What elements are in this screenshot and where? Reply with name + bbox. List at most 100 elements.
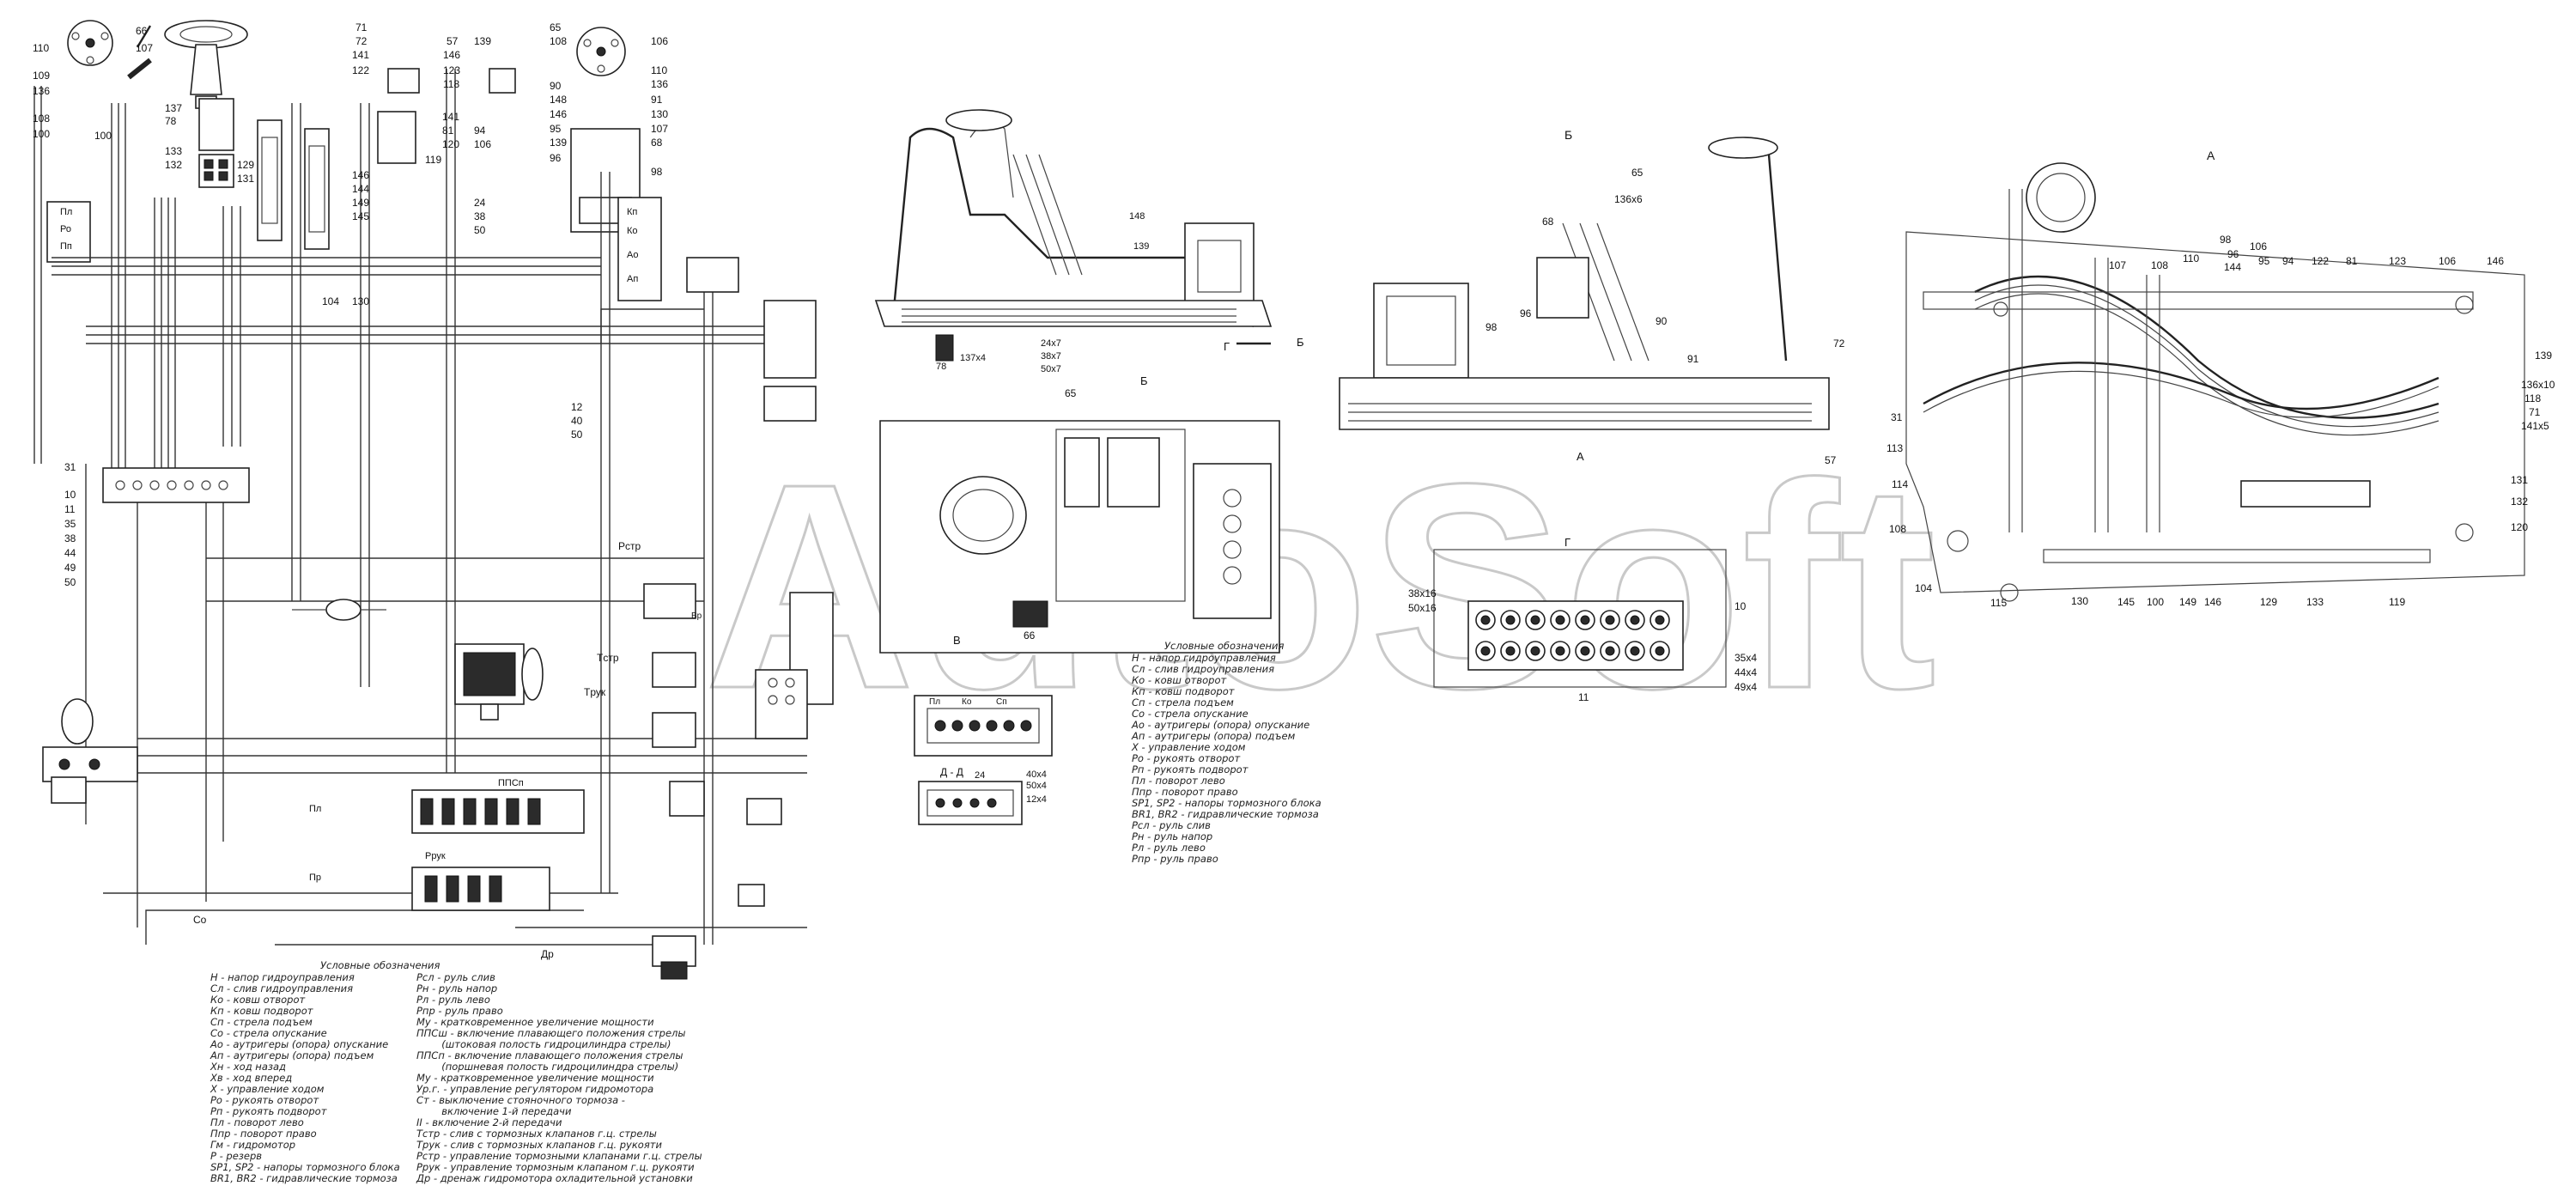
svg-text:35: 35	[64, 518, 76, 530]
svg-text:132: 132	[2511, 496, 2528, 508]
svg-text:Ао: Ао	[627, 250, 638, 260]
pilot-valve-block	[198, 98, 234, 188]
svg-text:24х7: 24х7	[1041, 338, 1061, 349]
legend-entry: ППСш - включение плавающего положения ст…	[416, 1027, 686, 1039]
svg-text:40х4: 40х4	[1026, 769, 1047, 780]
svg-text:120: 120	[2511, 521, 2528, 533]
svg-text:133: 133	[2306, 596, 2324, 608]
svg-text:144: 144	[352, 183, 369, 195]
right-joystick-icon	[576, 27, 626, 76]
svg-text:78: 78	[165, 115, 177, 127]
legend-entry: SP1, SP2 - напоры тормозного блока	[1132, 797, 1321, 809]
svg-text:110: 110	[2183, 252, 2199, 265]
legend-entry: II - включение 2-й передачи	[416, 1116, 562, 1128]
svg-text:72: 72	[355, 35, 368, 47]
legend-entry: Рп - рукоять подворот	[210, 1105, 327, 1117]
svg-text:132: 132	[165, 159, 182, 171]
svg-text:118: 118	[2524, 392, 2541, 404]
manifold-rail	[102, 467, 250, 503]
svg-text:104: 104	[322, 295, 339, 307]
svg-text:81: 81	[442, 125, 454, 137]
svg-text:139: 139	[1133, 241, 1149, 252]
connector-pin	[1580, 615, 1590, 625]
svg-text:24: 24	[975, 770, 985, 781]
connector-pin	[1655, 646, 1665, 656]
legend-entry: Рсл - руль слив	[416, 971, 495, 983]
svg-text:50: 50	[64, 576, 76, 588]
svg-text:122: 122	[352, 64, 369, 76]
legend-entry: BR1, BR2 - гидравлические тормоза	[1132, 808, 1319, 820]
svg-text:146: 146	[443, 49, 460, 61]
svg-text:65: 65	[550, 21, 562, 33]
svg-text:130: 130	[2071, 595, 2088, 607]
control-valve-blocks: Кп Ко Ао Ап	[377, 68, 662, 301]
schematic-callouts: 110 109 136 108 100 66 107 100 137 78 13…	[33, 21, 668, 588]
connector-pin	[1655, 615, 1665, 625]
svg-text:137: 137	[165, 102, 182, 114]
connector-pin	[1530, 646, 1540, 656]
legend-entry: Н - напор гидроуправления	[210, 971, 355, 983]
legend-entry: Tстр - слив с тормозных клапанов г.ц. ст…	[416, 1128, 657, 1140]
svg-text:Вр: Вр	[691, 611, 702, 621]
connector-panel-g: Г 38х16 50х16 10 35х4 44х4 49х4 11	[1408, 536, 1757, 703]
view-a-title: А	[2207, 149, 2215, 162]
legend-entry: Пл - поворот лево	[210, 1116, 304, 1128]
svg-text:95: 95	[550, 123, 562, 135]
legend-entry: Ро - рукоять отворот	[1132, 752, 1241, 764]
svg-text:Ррук: Ррук	[425, 851, 446, 861]
svg-text:119: 119	[425, 154, 441, 166]
svg-text:10: 10	[64, 489, 76, 501]
svg-text:107: 107	[651, 123, 668, 135]
svg-text:Рстр: Рстр	[618, 540, 641, 552]
svg-text:35х4: 35х4	[1735, 652, 1757, 664]
distributor-port-panel: Пл Ко Сп	[914, 695, 1053, 757]
legend-entry: Ао - аутригеры (опора) опускание	[1132, 719, 1310, 731]
frame-view-a: А 107 108 110 98 96 144 106 95 94 122 81	[1886, 149, 2555, 609]
svg-text:145: 145	[2117, 596, 2135, 608]
svg-text:57: 57	[1825, 454, 1837, 466]
svg-text:96: 96	[550, 152, 562, 164]
pump-unit-icon	[42, 698, 138, 804]
svg-text:107: 107	[2109, 259, 2126, 271]
svg-text:Ко: Ко	[962, 697, 972, 707]
legend-main-title: Условные обозначения	[320, 959, 440, 971]
connector-pin	[1630, 615, 1640, 625]
legend-entry: Ро - рукоять отворот	[210, 1094, 319, 1106]
svg-text:31: 31	[1891, 411, 1903, 423]
svg-text:44: 44	[64, 547, 76, 559]
svg-text:50х4: 50х4	[1026, 781, 1047, 791]
legend-entry: Ппр - поворот право	[1132, 786, 1238, 798]
svg-text:131: 131	[2511, 474, 2528, 486]
svg-text:96: 96	[2227, 248, 2239, 260]
svg-text:139: 139	[2535, 350, 2552, 362]
drain-block: Др Со Пл Пр	[193, 804, 696, 980]
view-b-title: Б	[1564, 128, 1572, 142]
cab-view-b: Б 65 136х6 68 96 98 90 91 72 57 А	[1339, 128, 1845, 466]
legend-entry: включение 1-й передачи	[416, 1105, 572, 1117]
svg-text:98: 98	[651, 166, 663, 178]
svg-text:136х10: 136х10	[2521, 379, 2555, 391]
legend-entry: Х - управление ходом	[210, 1083, 325, 1095]
svg-text:136х6: 136х6	[1614, 193, 1643, 205]
svg-text:44х4: 44х4	[1735, 666, 1757, 678]
legend-small-title: Условные обозначения	[1164, 640, 1285, 652]
legend-entry: Сп - стрела подъем	[1132, 696, 1234, 709]
svg-text:106: 106	[474, 138, 491, 150]
svg-text:141: 141	[352, 49, 369, 61]
svg-text:146: 146	[352, 169, 369, 181]
connector-pin	[1505, 615, 1516, 625]
svg-text:65: 65	[1065, 387, 1077, 399]
svg-text:149: 149	[2179, 596, 2196, 608]
svg-text:Г: Г	[1224, 340, 1230, 353]
svg-text:Г: Г	[1564, 536, 1571, 549]
svg-text:104: 104	[1915, 582, 1932, 594]
svg-text:Пл: Пл	[309, 804, 321, 814]
svg-text:129: 129	[2260, 596, 2277, 608]
svg-text:98: 98	[2220, 234, 2232, 246]
svg-text:49: 49	[64, 562, 76, 574]
svg-text:71: 71	[355, 21, 368, 33]
svg-text:118: 118	[443, 78, 459, 90]
